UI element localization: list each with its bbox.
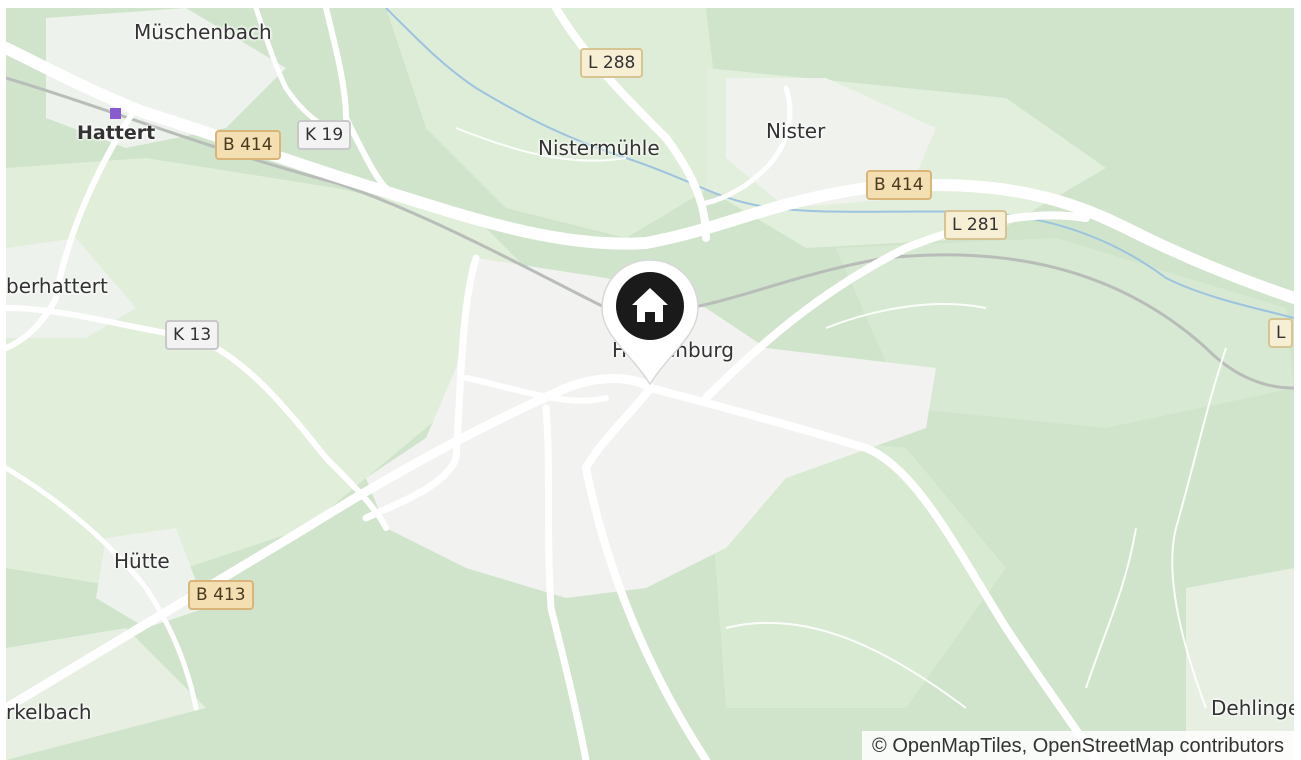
road-shield-k13: K 13: [165, 320, 220, 350]
road-shield-l-edge: L: [1268, 318, 1294, 348]
place-label-oberhattert: berhattert: [6, 274, 108, 298]
place-label-merkelbach: rkelbach: [6, 700, 92, 724]
map-pin-icon: [601, 259, 699, 386]
location-marker[interactable]: [600, 258, 700, 386]
road-shield-b413: B 413: [188, 580, 254, 610]
place-label-dehlingen: Dehlinge: [1211, 696, 1294, 720]
place-label-huette: Hütte: [114, 549, 170, 573]
place-label-nistermuehle: Nistermühle: [538, 136, 660, 160]
road-shield-b414: B 414: [866, 170, 932, 200]
road-shield-k19: K 19: [297, 120, 352, 150]
road-shield-l288: L 288: [580, 48, 644, 78]
place-label-nister: Nister: [766, 119, 826, 143]
map-tiles: [6, 8, 1294, 760]
map-attribution[interactable]: © OpenMapTiles, OpenStreetMap contributo…: [862, 731, 1294, 760]
place-label-mueschenbach: Müschenbach: [134, 20, 272, 44]
road-shield-b414: B 414: [215, 130, 281, 160]
home-icon: [632, 288, 668, 322]
place-label-hattert: Hattert: [77, 122, 156, 144]
road-shield-l281: L 281: [944, 210, 1008, 240]
station-icon: [110, 108, 121, 119]
map-view[interactable]: Müschenbach Hattert Nistermühle Nister b…: [6, 8, 1294, 760]
